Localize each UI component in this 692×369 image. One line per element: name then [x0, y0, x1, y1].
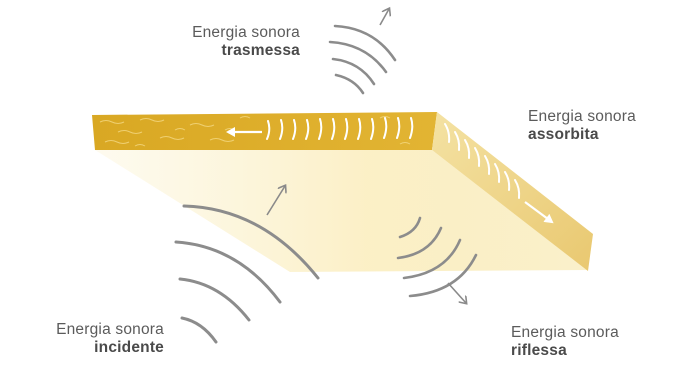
absorbed-energy-label: Energia sonora assorbita [528, 108, 636, 144]
incident-energy-label: Energia sonora incidente [56, 321, 164, 357]
incident-label-line1: Energia sonora [56, 321, 164, 339]
reflected-arrow [448, 283, 466, 303]
reflected-energy-label: Energia sonora riflessa [511, 324, 619, 360]
transmitted-arrow [380, 9, 389, 25]
absorbed-label-line1: Energia sonora [528, 108, 636, 126]
reflected-label-line2: riflessa [511, 342, 619, 360]
incident-label-line2: incidente [56, 339, 164, 357]
reflected-label-line1: Energia sonora [511, 324, 619, 342]
absorbed-label-line2: assorbita [528, 126, 636, 144]
transmitted-energy-label: Energia sonora trasmessa [192, 24, 300, 60]
transmitted-label-line1: Energia sonora [192, 24, 300, 42]
transmitted-waves [330, 26, 395, 93]
transmitted-label-line2: trasmessa [192, 42, 300, 60]
